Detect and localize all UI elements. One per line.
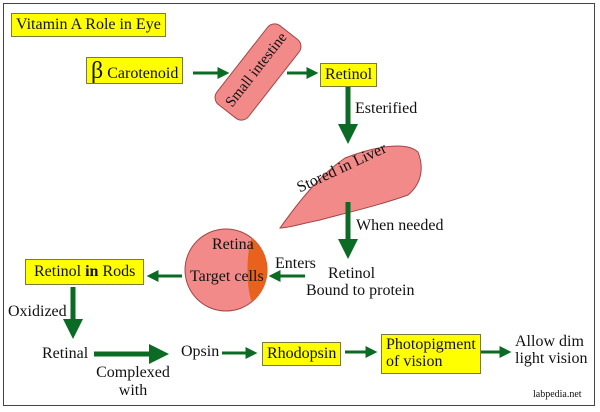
photopigment-line1: Photopigment: [386, 336, 476, 353]
node-dim-light-vision: Allow dim light vision: [515, 333, 588, 368]
node-retinol-bound-line2: Bound to protein: [306, 282, 415, 299]
node-retinol-in-rods: Retinol in Rods: [25, 259, 145, 285]
beta-symbol: β: [91, 58, 104, 84]
node-opsin: Opsin: [181, 343, 220, 360]
label-complexed: Complexed with: [96, 364, 170, 399]
label-esterified: Esterified: [355, 100, 418, 117]
node-beta-carotenoid: β Carotenoid: [86, 57, 184, 84]
eye-target-cells-label: Target cells: [190, 268, 264, 285]
retinol-rods-word1: Retinol: [34, 263, 82, 280]
small-intestine-shape: [214, 23, 302, 121]
node-retinol: Retinol: [320, 63, 378, 87]
photopigment-line2: of vision: [386, 352, 443, 370]
carotenoid-label: Carotenoid: [107, 65, 179, 82]
liver-shape: [279, 145, 422, 229]
source-credit: labpedia.net: [533, 389, 582, 400]
complexed-line1: Complexed: [96, 364, 170, 381]
retinol-rods-word2: Rods: [102, 263, 136, 280]
node-rhodopsin: Rhodopsin: [262, 342, 342, 366]
label-when-needed: When needed: [356, 217, 444, 234]
node-photopigment: Photopigment of vision: [381, 334, 481, 374]
retina-edge: [247, 238, 268, 302]
node-retinal: Retinal: [42, 345, 89, 362]
dim-light-line1: Allow dim: [515, 333, 584, 350]
complexed-line2: with: [118, 381, 148, 399]
retinol-rods-in: in: [85, 263, 99, 280]
diagram-title: Vitamin A Role in Eye: [11, 13, 166, 37]
label-enters: Enters: [275, 255, 316, 272]
dim-light-line2: light vision: [515, 349, 588, 367]
label-oxidized: Oxidized: [8, 303, 67, 320]
eye-retina-label: Retina: [212, 236, 254, 253]
node-retinol-bound-line1: Retinol: [328, 265, 376, 282]
